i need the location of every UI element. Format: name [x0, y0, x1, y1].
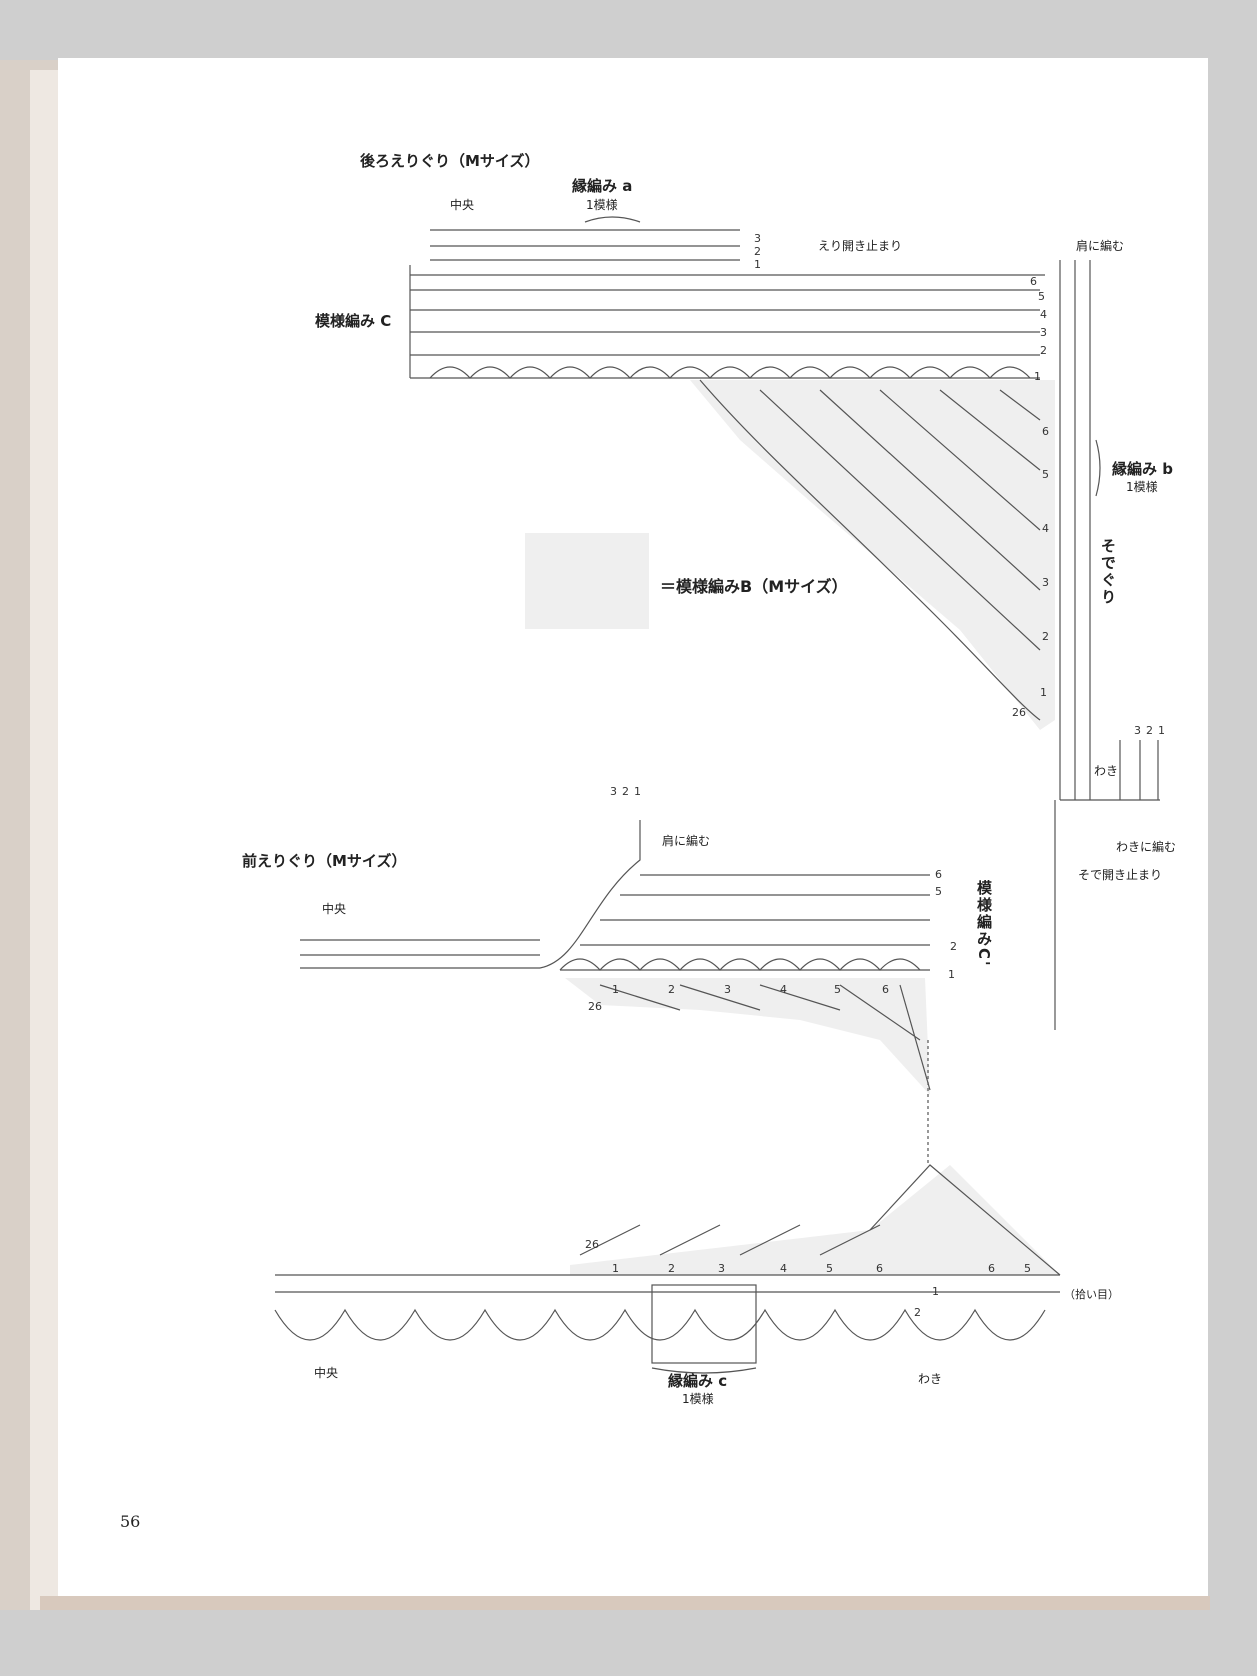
- pattern-c-prime-label: 模様編みC': [975, 880, 993, 968]
- back-row-mark-3: 3: [754, 232, 761, 245]
- front-pattern-b-region: [565, 978, 930, 1095]
- back-pattern-c-rows: [410, 274, 1045, 379]
- hem-row-3: 3: [718, 1262, 725, 1275]
- front-knit-to-shoulder-label: 肩に編む: [662, 834, 711, 848]
- side-row-1: 1: [1158, 724, 1165, 737]
- back-top-rows: [430, 229, 740, 261]
- back-arches: [429, 366, 1031, 379]
- hem-row-2: 2: [668, 1262, 675, 1275]
- front-center-rows: [300, 939, 540, 969]
- back-pattern-c-label: 模様編み C: [315, 312, 392, 330]
- front-pattern-c-rows: [560, 874, 930, 971]
- c-row-2: 2: [1040, 344, 1047, 357]
- front-row-1: 1: [634, 785, 641, 798]
- b-row-3: 3: [1042, 576, 1049, 589]
- front-center-label: 中央: [322, 902, 347, 916]
- front-neckline-title: 前えりぐり（Mサイズ）: [242, 852, 407, 870]
- edging-c-repeat-box: [651, 1284, 757, 1364]
- c-row-1: 1: [1034, 370, 1041, 383]
- hem-stitch-row-1: 1: [932, 1285, 939, 1298]
- armhole-columns: [1059, 260, 1091, 800]
- b-row-26: 26: [1012, 706, 1026, 719]
- front-b-row-3: 3: [724, 983, 731, 996]
- edging-c-brace: [651, 1367, 757, 1374]
- front-c-row-5: 5: [935, 885, 942, 898]
- front-b-row-2: 2: [668, 983, 675, 996]
- hem-right-row-5: 5: [1024, 1262, 1031, 1275]
- front-b-row-5: 5: [834, 983, 841, 996]
- back-row-mark-1: 1: [754, 258, 761, 271]
- front-b-row-4: 4: [780, 983, 787, 996]
- edging-a-repeat: 1模様: [586, 198, 618, 212]
- b-row-2: 2: [1042, 630, 1049, 643]
- back-curve: [699, 379, 1041, 721]
- front-c-row-2: 2: [950, 940, 957, 953]
- edging-c-label: 縁編み c: [668, 1372, 728, 1390]
- sleeve-opening-end-label: そで開き止まり: [1078, 868, 1163, 882]
- c-row-3: 3: [1040, 326, 1047, 339]
- back-pattern-b-region: [690, 380, 1055, 730]
- edging-a-brace: [584, 216, 641, 223]
- front-row-2: 2: [622, 785, 629, 798]
- back-diagonals: [759, 389, 1041, 651]
- side-label: わき: [1094, 764, 1119, 778]
- hem-diagonals: [579, 1224, 881, 1256]
- front-c-row-6: 6: [935, 868, 942, 881]
- front-rise: [539, 820, 641, 969]
- front-row-3: 3: [610, 785, 617, 798]
- hem-pattern-b-region: [570, 1165, 1060, 1275]
- front-arches: [559, 958, 921, 971]
- armhole-label: そでぐり: [1099, 538, 1117, 606]
- c-row-5: 5: [1038, 290, 1045, 303]
- page: [58, 58, 1208, 1608]
- edging-b-brace: [1095, 439, 1101, 497]
- hem-row-5: 5: [826, 1262, 833, 1275]
- front-diagonals: [599, 984, 931, 1091]
- c-row-6: 6: [1030, 275, 1037, 288]
- front-b-row-26: 26: [588, 1000, 602, 1013]
- b-row-6: 6: [1042, 425, 1049, 438]
- edging-a-label: 縁編み a: [572, 177, 633, 195]
- hem-row-4: 4: [780, 1262, 787, 1275]
- b-row-4: 4: [1042, 522, 1049, 535]
- back-row-mark-2: 2: [754, 245, 761, 258]
- pick-up-label: （拾い目）: [1064, 1288, 1119, 1301]
- bottom-edge: [40, 1596, 1210, 1610]
- edging-b-repeat: 1模様: [1126, 480, 1158, 494]
- hem-row-26: 26: [585, 1238, 599, 1251]
- hem-row-6: 6: [876, 1262, 883, 1275]
- back-knit-to-shoulder-label: 肩に編む: [1076, 239, 1125, 253]
- hem-row-1: 1: [612, 1262, 619, 1275]
- hem-stitch-row-2: 2: [914, 1306, 921, 1319]
- hem-fan-peak: [869, 1164, 1061, 1276]
- hem-center-label: 中央: [314, 1366, 339, 1380]
- b-row-5: 5: [1042, 468, 1049, 481]
- legend-swatch-shape: [525, 533, 649, 629]
- legend-text: ＝模様編みB（Mサイズ）: [660, 577, 848, 596]
- hem-side-label: わき: [918, 1372, 943, 1386]
- stitch-lines: [274, 216, 1160, 1374]
- side-row-3: 3: [1134, 724, 1141, 737]
- b-row-1: 1: [1040, 686, 1047, 699]
- knit-to-side-label: わきに編む: [1116, 840, 1177, 854]
- c-row-4: 4: [1040, 308, 1047, 321]
- neck-opening-end-label: えり開き止まり: [818, 239, 903, 253]
- page-number: 56: [120, 1512, 141, 1531]
- front-b-row-1: 1: [612, 983, 619, 996]
- hem-right-row-6: 6: [988, 1262, 995, 1275]
- side-row-2: 2: [1146, 724, 1153, 737]
- hem-scallops: [274, 1308, 1046, 1341]
- edging-c-repeat: 1模様: [682, 1392, 714, 1406]
- back-neckline-title: 後ろえりぐり（Mサイズ）: [360, 152, 540, 170]
- front-c-row-1: 1: [948, 968, 955, 981]
- back-center-label: 中央: [450, 198, 475, 212]
- pattern-b-areas: [525, 380, 1060, 1275]
- edging-b-label: 縁編み b: [1112, 460, 1173, 478]
- side-rows: [1060, 740, 1160, 801]
- front-b-row-6: 6: [882, 983, 889, 996]
